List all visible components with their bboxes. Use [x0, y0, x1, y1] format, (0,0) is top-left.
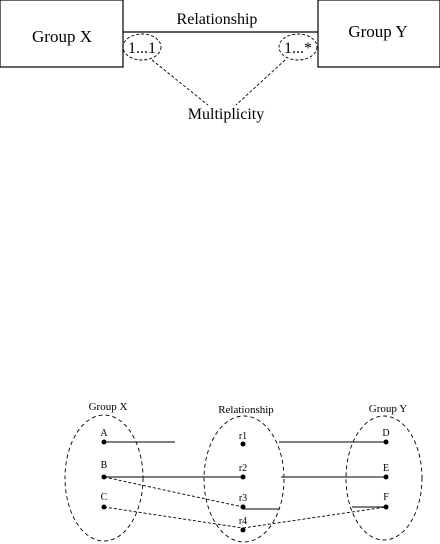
link-c-r4: [103, 506, 244, 529]
group-x-box: [0, 0, 124, 68]
relationship-dot: [240, 527, 246, 533]
multiplicity-callout-right: [235, 59, 286, 106]
group-x-item: B: [101, 460, 108, 471]
multiplicity-callout-left: [151, 59, 209, 106]
relationship-item: r1: [239, 431, 247, 442]
group-x-box-label: Group X: [32, 27, 92, 46]
group-x-item: A: [100, 428, 108, 439]
relationship-item: r4: [239, 516, 247, 527]
left-multiplicity-oval: [122, 33, 162, 61]
left-multiplicity-label: 1...1: [128, 40, 156, 57]
top-diagram: Group X Group Y Relationship 1...1 1...*…: [0, 0, 440, 123]
group-y-set-oval: [345, 415, 423, 541]
group-x-dot: [101, 439, 107, 445]
group-y-dot: [383, 474, 389, 480]
group-y-dot: [383, 439, 389, 445]
relationship-item: r2: [239, 463, 247, 474]
relationship-dot: [240, 474, 246, 480]
bottom-diagram: Group X Relationship Group Y A B C r1 r2…: [64, 401, 423, 543]
relationship-set-label: Relationship: [218, 404, 274, 416]
group-x-dot: [101, 474, 107, 480]
group-y-item: F: [383, 492, 389, 503]
group-x-dot: [101, 504, 107, 510]
relationship-dot: [240, 504, 246, 510]
group-y-label: Group Y: [369, 403, 407, 415]
group-x-item: C: [101, 492, 108, 503]
group-x-set-oval: [64, 414, 144, 542]
right-multiplicity-oval: [278, 33, 318, 61]
group-y-box: [317, 0, 440, 68]
multiplicity-label: Multiplicity: [188, 106, 264, 123]
group-y-item: E: [383, 463, 389, 474]
link-b-r3: [103, 476, 244, 508]
relationship-label: Relationship: [177, 11, 258, 28]
relationship-item: r3: [239, 493, 247, 504]
relationship-set-oval: [203, 415, 285, 543]
relationship-dot: [240, 441, 246, 447]
group-y-box-label: Group Y: [348, 22, 407, 41]
group-y-dot: [383, 504, 389, 510]
group-y-item: D: [382, 428, 389, 439]
group-x-label: Group X: [89, 401, 128, 413]
right-multiplicity-label: 1...*: [284, 40, 312, 57]
link-r4-f: [242, 506, 387, 529]
